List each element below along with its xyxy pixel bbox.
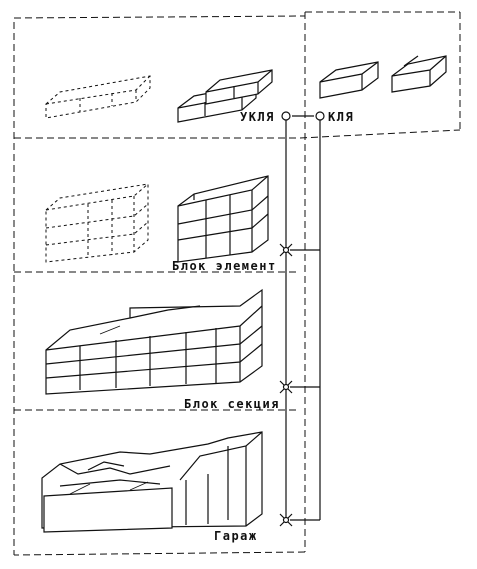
label-klya: КЛЯ [328,110,354,124]
label-uklya: УКЛЯ [240,110,275,124]
dashed-block-stack [45,183,149,263]
label-garage: Гараж [214,529,258,543]
row4-garage: Гараж [41,431,263,543]
label-block-section: Блок секция [184,397,280,411]
uklya-node: УКЛЯ [240,110,291,124]
label-block-element: Блок элемент [172,259,277,273]
connector-rails [285,115,321,521]
row1-linear-elements [45,55,447,123]
klya-node: КЛЯ [315,110,354,124]
dashed-beam [45,75,151,119]
row2-block-elements: Блок элемент [45,175,277,273]
solid-block-stack [177,175,269,263]
row-separators [14,129,461,411]
cross-node-2 [279,380,293,394]
right-panel-blocks [319,55,447,99]
cross-node-3 [279,513,293,527]
cross-node-1 [279,243,293,257]
outer-frame [13,11,461,556]
stepped-beam [177,69,273,123]
row3-block-section: Блок секция [45,288,280,411]
